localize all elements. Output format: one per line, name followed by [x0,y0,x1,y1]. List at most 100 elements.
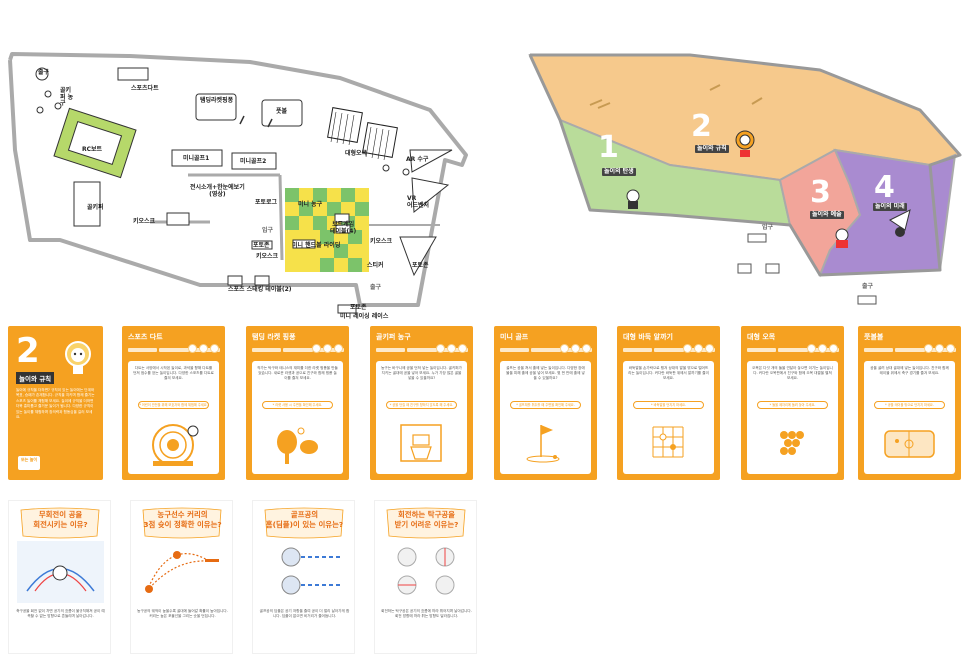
card-title: 대형 바둑 알까기 [623,333,673,341]
label-football: 풋볼 [276,108,288,115]
card-football-table: 풋볼볼 공을 굴려 상대 골대에 넣는 놀이입니다. 친구와 함께 테이블 위에… [858,326,961,480]
floor-plan-outline [8,52,468,314]
badges [312,344,343,353]
card-description: 작가는 탁구와 테니스의 재미를 더한 라켓 핑퐁을 만들었습니다. 새로운 라… [257,366,338,381]
card-body: 다트는 서양에서 시작된 놀이로, 과녁을 향해 다트를 던져 점수를 얻는 놀… [128,361,219,474]
character-zone4 [889,209,911,237]
label-sticker: 스티커 [367,262,384,269]
label-exit: 출구 [370,284,382,291]
golf-flag-icon [526,425,560,463]
character-zone2 [735,130,755,157]
card-note: * 골프채를 휘두를 때 주변을 확인해 주세요. [510,401,581,409]
poster-text: 회전하는 탁구공은 공기의 흐름에 따라 휘어지며 날아갑니다. 회전 방향에 … [381,609,472,619]
label-exit-top: 출구 [38,69,50,76]
poster-title: 농구선수 커리의 3점 슛이 정확한 이유는? [143,510,222,529]
badges [924,344,955,353]
card-title: 스포츠 다트 [128,333,163,341]
card-title: 풋볼볼 [864,333,884,341]
badges [683,344,714,353]
card-note: * 공을 테이블 밖으로 던지지 마세요. [874,401,945,409]
zone-1-number: 1 [598,130,619,165]
badge-icon [829,344,838,353]
label-kiosk2: 키오스크 [256,253,279,260]
character-zone3 [835,228,849,248]
poster-title: 골프공의 홈(딤플)이 있는 이유는? [265,510,344,529]
card-body: 바둑알을 손가락으로 튕겨 상대의 알을 밖으로 떨어뜨리는 놀이입니다. 커다… [623,361,714,474]
floor-plan-zones: 1 놀이의 탄생 2 놀이와 규칙 3 놀이와 예술 4 놀이의 미래 입구 출… [490,0,964,320]
card-title: 탬딩 라켓 핑퐁 [252,333,296,341]
badge-icon [436,344,445,353]
zone-4-name: 놀이의 미래 [873,203,907,211]
badge-icon [694,344,703,353]
basketball-arc-icon [145,551,219,593]
card-note: * 라켓 사용 시 주변을 확인해 주세요. [262,401,333,409]
poster-title: 회전하는 탁구공을 받기 어려운 이유는? [394,510,459,529]
card-goal-basket: 골키퍼 농구 농구는 바구니에 공을 던져 넣는 놀이입니다. 골키퍼가 지키는… [370,326,473,480]
poster-golf-dimple: 골프공의 홈(딤플)이 있는 이유는? 골프공의 딤플은 공기 저항을 줄여 공… [252,500,355,654]
badge-icon [571,344,580,353]
badge-icon [582,344,591,353]
label-main-story: 보드게임 테이블(4) [330,221,357,235]
card-table-ping: 탬딩 라켓 핑퐁 작가는 탁구와 테니스의 재미를 더한 라켓 핑퐁을 만들었습… [246,326,349,480]
label-kiosk: 키오스크 [370,238,393,245]
card-body: 공을 굴려 상대 골대에 넣는 놀이입니다. 친구와 함께 테이블 위에서 축구… [864,361,955,474]
zone2-number: 2 [16,331,40,371]
badge-icon [683,344,692,353]
card-description: 바둑알을 손가락으로 튕겨 상대의 알을 밖으로 떨어뜨리는 놀이입니다. 커다… [628,366,709,381]
badge-icon [946,344,955,353]
label-sports-dart: 스포츠다트 [131,85,159,92]
card-mini-golf: 미니 골프 골프는 공을 쳐서 홀에 넣는 놀이입니다. 다양한 장애물을 피해… [494,326,597,480]
racket-icon [277,427,318,464]
character-zone1 [626,189,640,209]
label-mini-golf-2: 미니골프2 [240,158,267,165]
label-sports-table: 스포츠 스태킹 테이블(2) [228,286,292,293]
ribbon-icon [264,507,344,539]
card-description: 공을 굴려 상대 골대에 넣는 놀이입니다. 친구와 함께 테이블 위에서 축구… [870,366,949,376]
badges [188,344,219,353]
badge-icon [458,344,467,353]
dartboard-icon [152,424,199,466]
card-description: 골프는 공을 쳐서 홀에 넣는 놀이입니다. 다양한 장애물을 피해 홀에 공을… [506,366,585,381]
badge-icon [935,344,944,353]
label-photo-zone-bottom: 포토존 [350,304,367,311]
card-description: 농구는 바구니에 공을 던져 넣는 놀이입니다. 골키퍼가 지키는 골대에 공을… [381,366,462,381]
poster-knuckle-ball: 무회전이 공을 회전시키는 이유? 축구공을 회전 없이 차면 공기의 흐름이 … [8,500,111,654]
badge-icon [188,344,197,353]
badge-icon [807,344,816,353]
label-photo-zone-right: 포토존 [412,262,429,269]
badge-icon [334,344,343,353]
card-note: * 어린이 안전을 위해 보호자와 함께 체험해 주세요. [138,401,209,409]
label-tip-exit: 미니 핸드볼 라이딩 [292,242,341,249]
label-photo-zone: 포토존 [253,242,270,249]
badge-icon [323,344,332,353]
label-sports-table-top: 키오스크 [133,218,156,225]
ball-flow-icon [17,541,104,603]
zone2-intro-card: 2 놀이와 규칙 놀이에 규칙을 더하면? 규칙이 있는 놀이에는 단계와 목표… [8,326,103,480]
label-mini-racing: 미니 레이싱 레이스 [340,313,389,320]
badge-icon [924,344,933,353]
pingpong-ball-icon [397,547,455,595]
zone-2-number: 2 [691,109,712,144]
floor-plan-left: 출구 골키퍼 농구 스포츠다트 탬딩라켓핑퐁 풋볼 RC보트 미니골프1 미니골… [0,0,480,320]
zone2-description: 놀이에 규칙을 더하면? 규칙이 있는 놀이에는 단계와 목표, 승패가 존재합… [16,388,95,419]
badge-icon [312,344,321,353]
card-title: 미니 골프 [500,333,529,341]
zone2-name: 놀이와 규칙 [16,372,55,384]
label-rc-boat: RC보트 [82,146,103,153]
badge-icon [199,344,208,353]
poster-text: 골프공의 딤플은 공기 저항을 줄여 공이 더 멀리 날아가게 합니다. 딤플이… [259,609,350,619]
badge-icon [705,344,714,353]
zone-3-name: 놀이와 예술 [810,211,844,219]
checker-floor [285,188,369,272]
label-table-ping: 탬딩라켓핑퐁 [200,97,234,104]
card-description: 다트는 서양에서 시작된 놀이로, 과녁을 향해 다트를 던져 점수를 얻는 놀… [133,366,214,381]
label-sports-logo: 포토로그 [255,199,278,206]
badges [436,344,467,353]
omok-stones-icon [780,431,804,455]
card-title: 골키퍼 농구 [376,333,411,341]
label-ar-soccer: AR 수구 [406,156,429,163]
card-big-omok: 대형 오목 오목은 다섯 개의 돌을 연달아 놓으면 이기는 놀이입니다. 커다… [741,326,844,480]
badge-icon [210,344,219,353]
badge-icon [560,344,569,353]
ribbon-icon [386,507,466,539]
